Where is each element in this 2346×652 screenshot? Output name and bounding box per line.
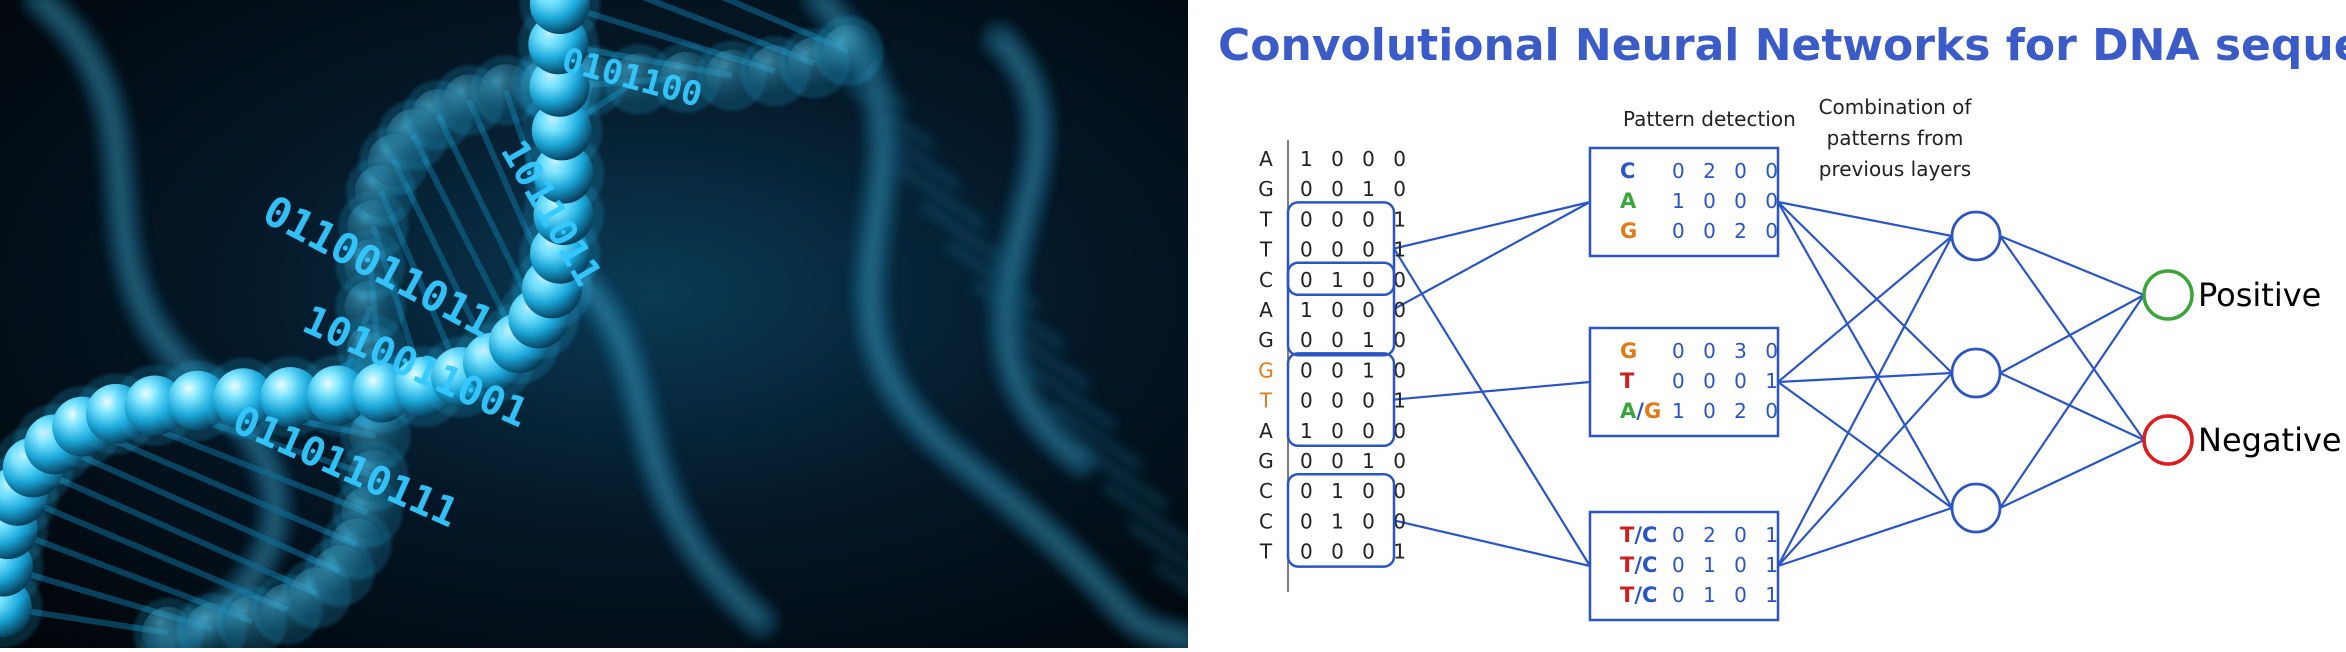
sequence-letter: A <box>1259 419 1273 443</box>
sequence-letter: T <box>1259 207 1273 231</box>
pattern-weights: 0 2 0 0 <box>1672 159 1784 183</box>
dense-connection <box>1777 235 1953 567</box>
sequence-onehot-matrix: A 1 0 0 0 G 0 0 1 0 T 0 0 0 1 T 0 0 0 1 C 0 1 0 0… <box>1258 147 1412 564</box>
pattern-detection-header: Pattern detection <box>1623 107 1796 131</box>
onehot-row: 0 0 0 1 <box>1300 389 1412 413</box>
onehot-row: 0 0 1 0 <box>1300 328 1412 352</box>
pattern-motif: A/G <box>1620 399 1661 423</box>
onehot-row: 1 0 0 0 <box>1300 147 1412 171</box>
pattern-motif: T <box>1620 369 1635 393</box>
onehot-row: 0 0 0 1 <box>1300 540 1412 564</box>
onehot-row: 0 0 0 1 <box>1300 207 1412 231</box>
onehot-row: 1 0 0 0 <box>1300 419 1412 443</box>
hidden-node <box>1950 482 2002 534</box>
sequence-letter: A <box>1259 147 1273 171</box>
onehot-row: 0 1 0 0 <box>1300 479 1412 503</box>
conv-connection <box>1393 248 1591 567</box>
pattern-weights: 1 0 0 0 <box>1672 189 1784 213</box>
output-connection <box>1999 439 2145 509</box>
conv-connection <box>1393 380 1591 401</box>
dense-connection <box>1777 200 1953 238</box>
output-label: Negative <box>2198 421 2342 459</box>
output-node <box>2142 414 2194 466</box>
sequence-letter: C <box>1259 268 1273 292</box>
pattern-motif: C <box>1620 159 1635 183</box>
pattern-weights: 1 0 2 0 <box>1672 399 1784 423</box>
onehot-row: 0 1 0 0 <box>1300 509 1412 533</box>
output-connection <box>1999 234 2145 297</box>
output-connection <box>1999 372 2145 441</box>
onehot-row: 0 0 0 1 <box>1300 238 1412 262</box>
network-connections <box>1393 200 2145 568</box>
hidden-layer-nodes <box>1950 210 2002 534</box>
dense-connection <box>1777 371 1953 384</box>
output-node <box>2142 269 2194 321</box>
dense-connection <box>1777 381 1953 509</box>
combination-header-line-2: patterns from <box>1827 126 1964 150</box>
pattern-box <box>1588 510 1780 622</box>
cnn-diagram-panel: Convolutional Neural Networks for DNA se… <box>1188 0 2346 648</box>
pattern-motif: T/C <box>1620 523 1657 547</box>
pattern-weights: 0 2 0 1 <box>1672 523 1784 547</box>
pattern-box <box>1588 326 1780 438</box>
pattern-weights: 0 0 2 0 <box>1672 219 1784 243</box>
convolution-window <box>1286 352 1396 448</box>
convolution-window <box>1286 201 1396 297</box>
onehot-row: 1 0 0 0 <box>1300 298 1412 322</box>
conv-connection <box>1393 519 1591 568</box>
pattern-detection-boxes: C 0 2 0 0 A 1 0 0 0 G 0 0 2 0 G 0 0 3 0 T 0 0 0 1… <box>1588 146 1784 622</box>
output-label: Positive <box>2198 276 2321 314</box>
hidden-node <box>1950 210 2002 262</box>
conv-connection <box>1393 201 1591 310</box>
hidden-node <box>1950 347 2002 399</box>
dense-connection <box>1777 506 1953 568</box>
conv-connection <box>1393 200 1591 250</box>
sequence-letter: C <box>1259 479 1273 503</box>
sequence-letter: T <box>1259 540 1273 564</box>
onehot-row: 0 1 0 0 <box>1300 268 1412 292</box>
output-connection <box>1999 294 2145 509</box>
pattern-box <box>1588 146 1780 258</box>
convolution-window <box>1286 472 1396 568</box>
output-connection <box>1999 235 2145 441</box>
sequence-letter: G <box>1258 358 1274 382</box>
pattern-motif: T/C <box>1620 583 1657 607</box>
onehot-row: 0 0 1 0 <box>1300 358 1412 382</box>
combination-header-line-3: previous layers <box>1819 157 1971 181</box>
sequence-letter: G <box>1258 449 1274 473</box>
diagram-title: Convolutional Neural Networks for DNA se… <box>1218 20 2346 71</box>
convolution-window-boxes <box>1286 201 1396 568</box>
cnn-diagram: Convolutional Neural Networks for DNA se… <box>1218 20 2346 622</box>
combination-header-line-1: Combination of <box>1819 95 1973 119</box>
pattern-motif: G <box>1620 219 1637 243</box>
pattern-weights: 0 1 0 1 <box>1672 553 1784 577</box>
pattern-motif: A <box>1620 189 1637 213</box>
sequence-letter: T <box>1259 389 1273 413</box>
pattern-motif: T/C <box>1620 553 1657 577</box>
dense-connection <box>1777 372 1953 567</box>
dense-connection <box>1777 201 1953 509</box>
pattern-weights: 0 0 0 1 <box>1672 369 1784 393</box>
convolution-window <box>1286 261 1396 357</box>
sequence-letter: G <box>1258 177 1274 201</box>
onehot-row: 0 0 1 0 <box>1300 449 1412 473</box>
pattern-weights: 0 1 0 1 <box>1672 583 1784 607</box>
dna-helix-artwork: 0110011011101001100101101101111011011010… <box>0 0 1249 652</box>
dense-connection <box>1777 201 1953 374</box>
dense-connection <box>1777 235 1953 383</box>
onehot-row: 0 0 1 0 <box>1300 177 1412 201</box>
sequence-letter: T <box>1259 238 1273 262</box>
pattern-motif: G <box>1620 339 1637 363</box>
sequence-letter: A <box>1259 298 1273 322</box>
sequence-letter: C <box>1259 509 1273 533</box>
pattern-weights: 0 0 3 0 <box>1672 339 1784 363</box>
output-connection <box>1999 294 2145 374</box>
sequence-letter: G <box>1258 328 1274 352</box>
